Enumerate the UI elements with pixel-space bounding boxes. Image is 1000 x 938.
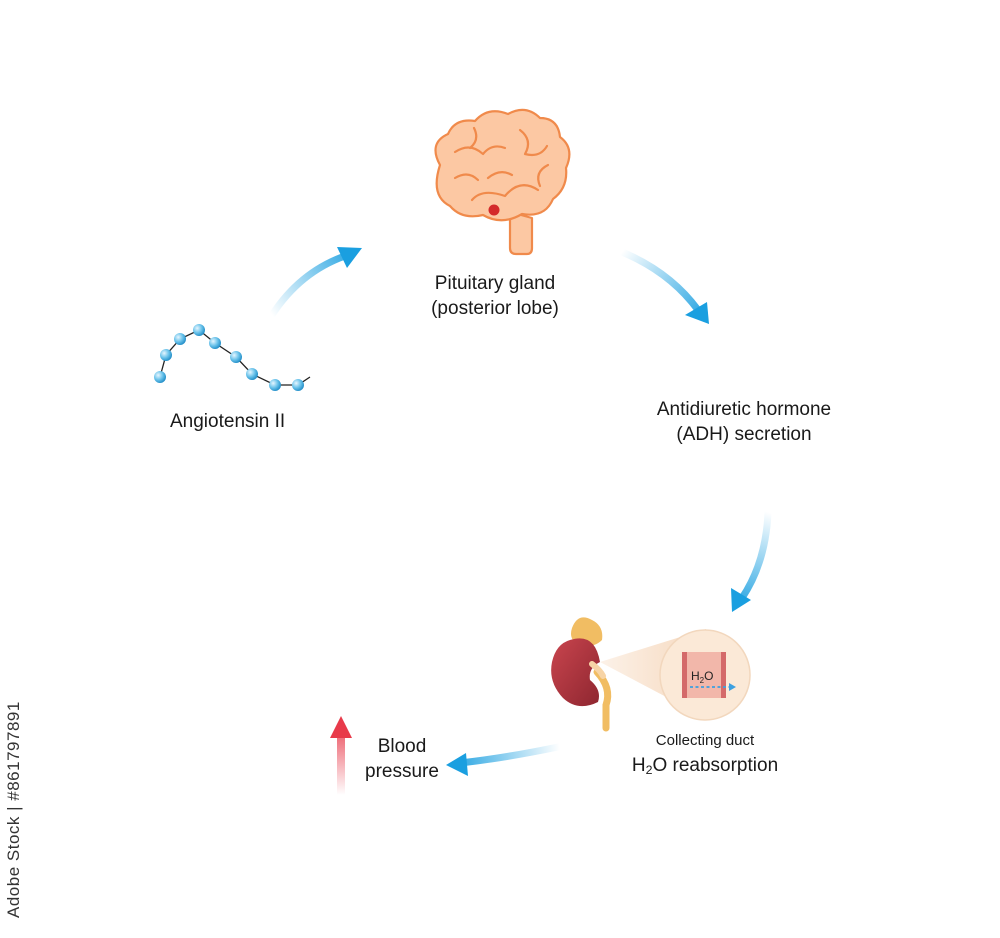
angiotensin-label: Angiotensin II bbox=[170, 410, 285, 435]
brain-icon bbox=[434, 108, 571, 256]
collecting-duct-text: Collecting duct bbox=[655, 732, 755, 749]
arrow-pituitary-to-adh bbox=[618, 248, 709, 324]
h2o-prefix: H bbox=[631, 755, 646, 776]
svg-text:H2O: H2O bbox=[691, 669, 713, 685]
blood-pressure-line2: pressure bbox=[365, 760, 439, 782]
adh-line2: (ADH) secretion bbox=[676, 423, 812, 445]
angiotensin-peptide-icon bbox=[154, 324, 311, 391]
collecting-duct-label: Collecting duct bbox=[625, 731, 785, 751]
blood-pressure-line1: Blood bbox=[377, 736, 427, 757]
h2o-sub: 2 bbox=[645, 763, 653, 778]
kidney-icon bbox=[551, 617, 612, 732]
inset-h2o-prefix: H bbox=[691, 669, 700, 683]
blood-pressure-label: Blood pressure bbox=[360, 735, 444, 784]
pituitary-line2: (posterior lobe) bbox=[431, 297, 559, 319]
angiotensin-text: Angiotensin II bbox=[170, 411, 286, 432]
arrow-angiotensin-to-pituitary bbox=[268, 247, 362, 319]
adh-line1: Antidiuretic hormone bbox=[656, 399, 832, 420]
collecting-duct-inset: H2O bbox=[659, 629, 751, 721]
increase-arrow-icon bbox=[330, 716, 352, 796]
stock-id-watermark: Adobe Stock | #861797891 bbox=[4, 701, 23, 918]
pituitary-line1: Pituitary gland bbox=[434, 273, 556, 294]
arrow-kidney-to-blood-pressure bbox=[446, 743, 562, 776]
arrow-adh-to-kidney bbox=[731, 508, 772, 612]
inset-h2o-suffix: O bbox=[704, 669, 713, 683]
pituitary-label: Pituitary gland (posterior lobe) bbox=[395, 272, 595, 321]
h2o-reabsorption-label: H2O reabsorption bbox=[600, 754, 810, 779]
h2o-suffix: O reabsorption bbox=[652, 755, 779, 776]
adh-label: Antidiuretic hormone (ADH) secretion bbox=[628, 398, 860, 447]
inset-h2o-sub: 2 bbox=[700, 676, 705, 685]
